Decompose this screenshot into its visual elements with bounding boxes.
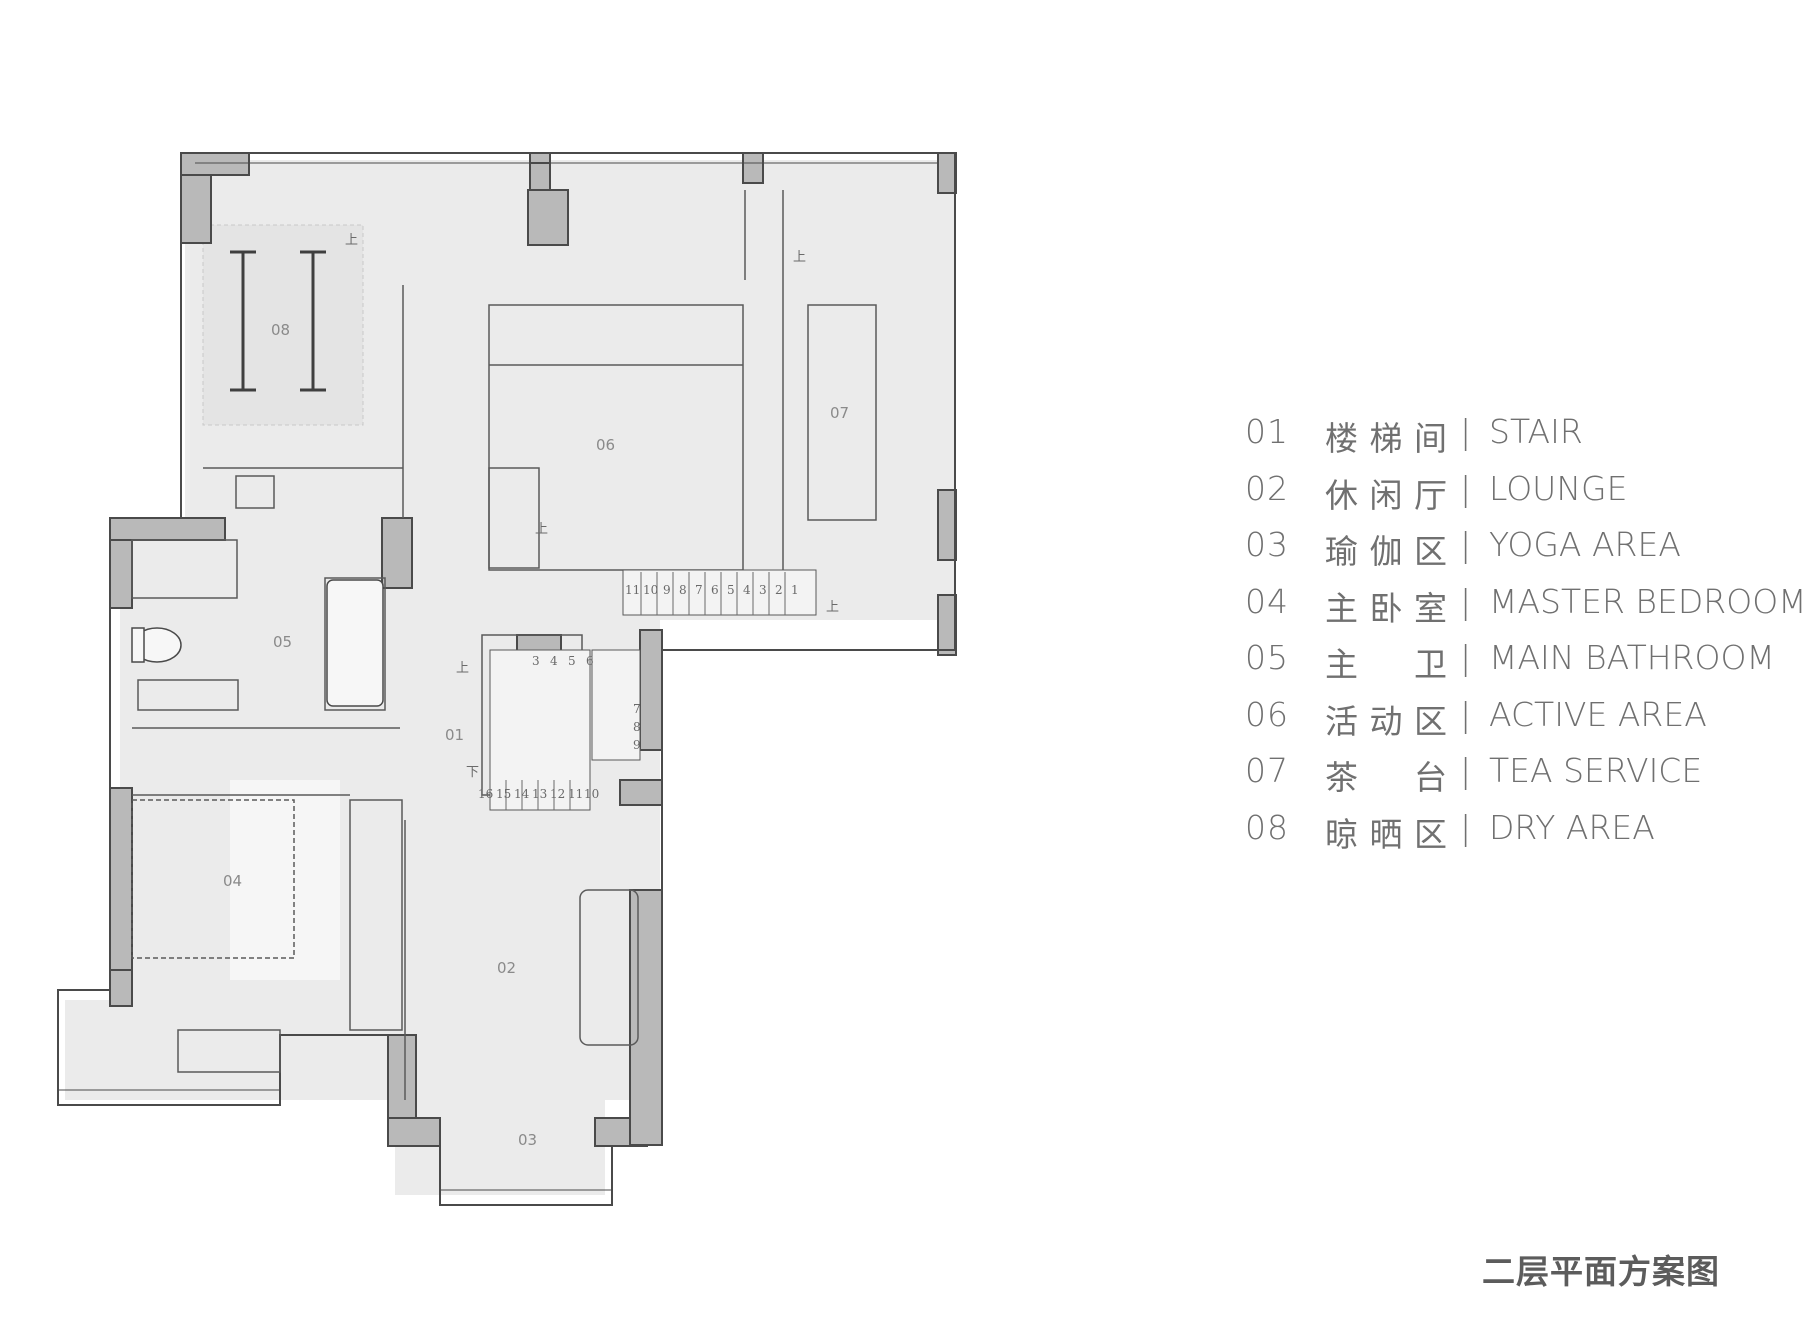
legend-row-06: 06 活动区 | ACTIVE AREA — [1245, 695, 1805, 752]
step-number: 5 — [727, 583, 735, 597]
step-number: 1 — [791, 583, 799, 597]
tea-table — [807, 304, 877, 521]
bathroom-fixtures — [131, 579, 384, 707]
stair-top-numbers: 11 10 9 8 7 6 5 4 3 2 1 — [625, 583, 799, 597]
step-number: 2 — [775, 583, 783, 597]
room-label-04: 04 — [223, 872, 242, 890]
up-marker: 上 — [345, 233, 358, 248]
legend-separator: | — [1460, 525, 1472, 564]
legend-separator: | — [1460, 694, 1472, 734]
room-label-03: 03 — [518, 1131, 537, 1149]
legend-chinese: 楼梯间 — [1325, 419, 1447, 458]
up-marker: 上 — [535, 522, 548, 537]
room-label-06: 06 — [596, 436, 615, 454]
step-number: 6 — [711, 583, 719, 597]
legend-number: 04 — [1245, 581, 1289, 621]
room-label-01: 01 — [445, 726, 464, 744]
legend-number: 05 — [1245, 638, 1289, 677]
legend-english: MASTER BEDROOM — [1489, 581, 1807, 621]
room-label-07: 07 — [830, 404, 849, 422]
legend-chinese: 茶台 — [1325, 758, 1447, 797]
step-number: 4 — [743, 583, 751, 597]
legend-english: TEA SERVICE — [1489, 751, 1703, 790]
step-number: 7 — [633, 702, 641, 716]
step-number: 3 — [532, 654, 540, 668]
legend-separator: | — [1460, 638, 1472, 677]
legend-chinese: 活动区 — [1325, 701, 1447, 741]
legend-chinese: 晾晒区 — [1325, 814, 1447, 854]
step-number: 10 — [643, 583, 658, 597]
legend-english: STAIR — [1489, 412, 1583, 451]
legend-chinese: 休闲厅 — [1325, 475, 1447, 515]
step-number: 16 — [478, 787, 493, 801]
step-number: 11 — [568, 787, 583, 801]
legend-chinese: 主卧室 — [1325, 588, 1447, 628]
down-marker: 下 — [466, 765, 479, 780]
step-number: 9 — [633, 738, 641, 752]
step-number: 8 — [633, 720, 641, 734]
step-number: 4 — [550, 654, 558, 668]
dry-rack-zone — [202, 224, 364, 426]
stair-treads — [505, 572, 786, 810]
step-number: 12 — [550, 787, 565, 801]
legend-number: 08 — [1245, 807, 1289, 847]
legend-row-01: 01 楼梯间 | STAIR — [1245, 412, 1805, 469]
step-number: 13 — [532, 787, 547, 801]
drying-racks — [230, 250, 326, 392]
legend-separator: | — [1460, 468, 1472, 508]
legend-row-08: 08 晾晒区 | DRY AREA — [1245, 808, 1805, 865]
room-label-05: 05 — [273, 633, 292, 651]
step-number: 3 — [759, 583, 767, 597]
room-label-02: 02 — [497, 959, 516, 977]
step-number: 15 — [496, 787, 511, 801]
step-number: 5 — [568, 654, 576, 668]
stair-bottom-numbers: 16 15 14 13 12 11 10 — [478, 787, 599, 801]
legend-english: MAIN BATHROOM — [1489, 638, 1775, 677]
step-number: 7 — [695, 583, 703, 597]
stair — [489, 569, 817, 811]
up-marker: 上 — [456, 661, 469, 676]
legend-separator: | — [1460, 581, 1472, 621]
legend-row-02: 02 休闲厅 | LOUNGE — [1245, 469, 1805, 526]
legend-separator: | — [1460, 807, 1472, 847]
legend-number: 02 — [1245, 468, 1289, 508]
legend-number: 03 — [1245, 525, 1289, 564]
legend-english: LOUNGE — [1489, 468, 1628, 508]
room-legend: 01 楼梯间 | STAIR 02 休闲厅 | LOUNGE 03 瑜伽区 | … — [1245, 412, 1807, 865]
legend-english: YOGA AREA — [1489, 525, 1681, 564]
rug-bedroom — [230, 780, 340, 980]
legend-chinese: 主卫 — [1325, 645, 1447, 684]
legend-row-07: 07 茶台 | TEA SERVICE — [1245, 751, 1805, 808]
legend-number: 01 — [1245, 412, 1289, 451]
room-label-08: 08 — [271, 321, 290, 339]
legend-separator: | — [1460, 412, 1472, 451]
step-number: 9 — [663, 583, 671, 597]
legend-number: 07 — [1245, 751, 1289, 790]
step-number: 6 — [586, 654, 594, 668]
floor-plan: 08 06 07 05 01 04 02 03 上 上 上 上 上 下 11 1… — [57, 152, 957, 1206]
legend-english: ACTIVE AREA — [1489, 694, 1707, 734]
stair-inner-numbers: 3 4 5 6 7 8 9 — [532, 654, 641, 752]
step-number: 14 — [514, 787, 530, 801]
up-marker: 上 — [826, 600, 839, 615]
step-number: 11 — [625, 583, 640, 597]
step-number: 10 — [584, 787, 599, 801]
partitions — [131, 190, 877, 1100]
step-number: 8 — [679, 583, 687, 597]
legend-row-04: 04 主卧室 | MASTER BEDROOM — [1245, 581, 1807, 639]
legend-row-05: 05 主卫 | MAIN BATHROOM — [1245, 638, 1805, 695]
drawing-title: 二层平面方案图 — [1482, 1252, 1720, 1291]
legend-chinese: 瑜伽区 — [1325, 532, 1447, 571]
legend-separator: | — [1460, 751, 1472, 790]
legend-english: DRY AREA — [1489, 807, 1655, 847]
up-marker: 上 — [793, 250, 806, 265]
legend-row-03: 03 瑜伽区 | YOGA AREA — [1245, 525, 1805, 582]
legend-number: 06 — [1245, 694, 1289, 734]
